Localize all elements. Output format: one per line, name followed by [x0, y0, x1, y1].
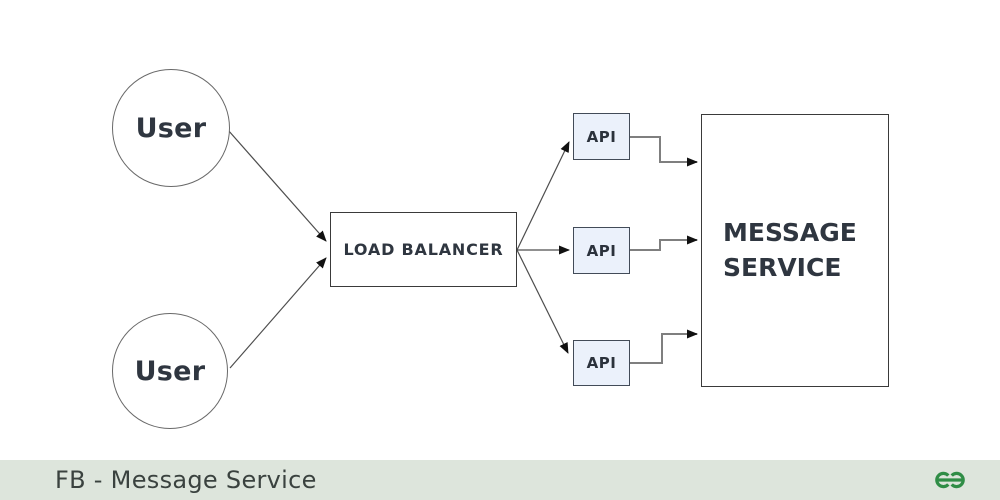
footer-caption: FB - Message Service: [55, 466, 317, 494]
user-node-1-label: User: [135, 112, 207, 144]
arrow-api3-to-message-service: [630, 329, 698, 364]
user-node-2-label: User: [134, 355, 206, 387]
api-node-1-label: API: [586, 127, 617, 146]
footer-bar: FB - Message Service: [0, 460, 1000, 500]
message-service-node: MESSAGE SERVICE: [701, 114, 889, 387]
api-node-2-label: API: [586, 241, 617, 260]
api-node-2: API: [573, 227, 630, 274]
load-balancer-label: LOAD BALANCER: [343, 240, 504, 259]
arrow-api2-to-message-service: [630, 235, 698, 251]
api-node-3-label: API: [586, 354, 617, 372]
user-node-2: User: [112, 313, 228, 429]
arrow-api1-to-message-service: [630, 136, 698, 167]
arrow-load-balancer-to-api1: [516, 141, 570, 251]
geeksforgeeks-logo: [935, 471, 965, 489]
arrow-load-balancer-to-api3: [516, 249, 569, 354]
arrow-user1-to-load-balancer: [227, 129, 327, 242]
arrow-user2-to-load-balancer: [229, 257, 327, 369]
message-service-label: MESSAGE SERVICE: [723, 218, 857, 282]
load-balancer-node: LOAD BALANCER: [330, 212, 517, 287]
api-node-3: API: [573, 340, 630, 386]
api-node-1: API: [573, 113, 630, 160]
user-node-1: User: [112, 69, 230, 187]
